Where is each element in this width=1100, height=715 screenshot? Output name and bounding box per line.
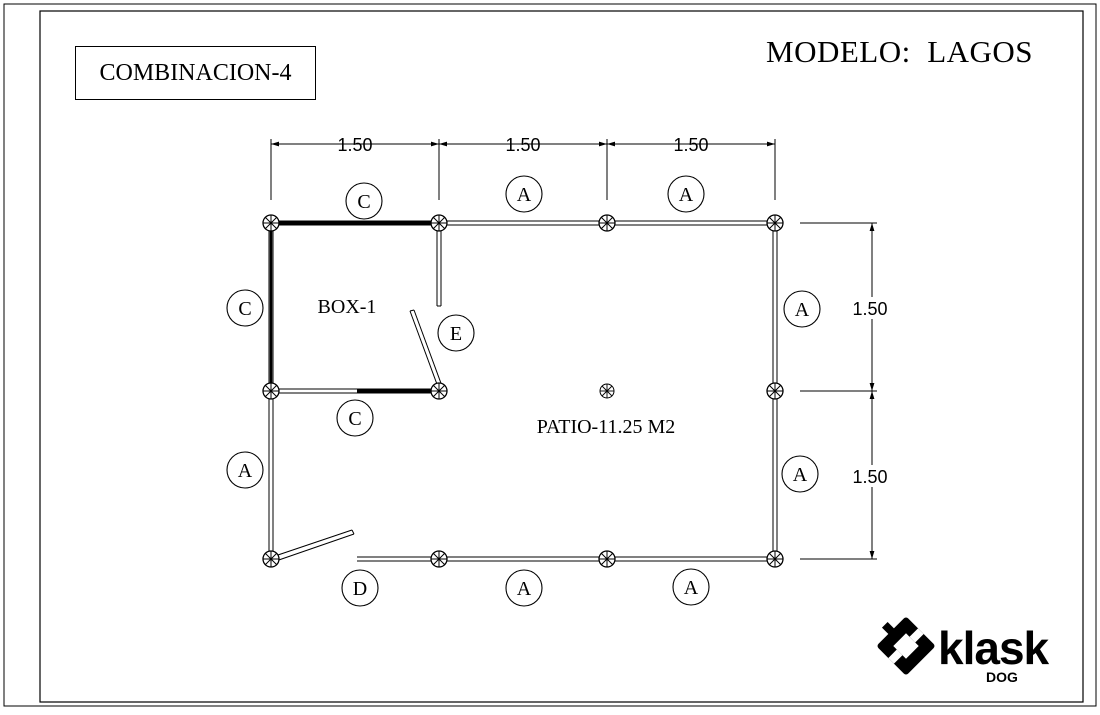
tag-top-3: A — [679, 184, 694, 206]
tag-bottom-door: D — [353, 578, 367, 600]
dimension-top-3: 1.50 — [673, 135, 708, 155]
dimension-top-2: 1.50 — [505, 135, 540, 155]
walls — [268, 220, 778, 563]
tag-top-1: C — [357, 191, 370, 213]
brand-name: klask — [938, 622, 1050, 674]
brand-logo: klask DOG — [877, 617, 1051, 685]
dimension-right-1: 1.50 — [852, 299, 887, 319]
tag-bottom-3: A — [684, 577, 699, 599]
tag-right-lower: A — [793, 464, 808, 486]
tag-left-upper: C — [238, 298, 251, 320]
room-label-patio: PATIO-11.25 M2 — [537, 416, 676, 438]
tag-box-bottom: C — [348, 408, 361, 430]
brand-sub: DOG — [986, 669, 1018, 685]
right-dimension — [800, 222, 877, 560]
tag-bottom-2: A — [517, 578, 532, 600]
center-marker — [599, 383, 615, 399]
tag-right-upper: A — [795, 299, 810, 321]
room-label-box: BOX-1 — [318, 296, 377, 318]
panel-tags — [226, 175, 821, 607]
model-title: MODELO: LAGOS — [766, 34, 1034, 69]
top-dimension — [270, 139, 776, 200]
dimension-right-2: 1.50 — [852, 467, 887, 487]
dimension-top-1: 1.50 — [337, 135, 372, 155]
inner-border — [39, 10, 1084, 703]
tag-top-2: A — [517, 184, 532, 206]
combination-label: COMBINACION-4 — [75, 46, 316, 100]
tag-left-lower: A — [238, 460, 253, 482]
diamond-logo-icon — [877, 617, 935, 675]
posts — [262, 214, 784, 568]
outer-border — [3, 3, 1097, 707]
tag-box-door: E — [450, 323, 462, 345]
